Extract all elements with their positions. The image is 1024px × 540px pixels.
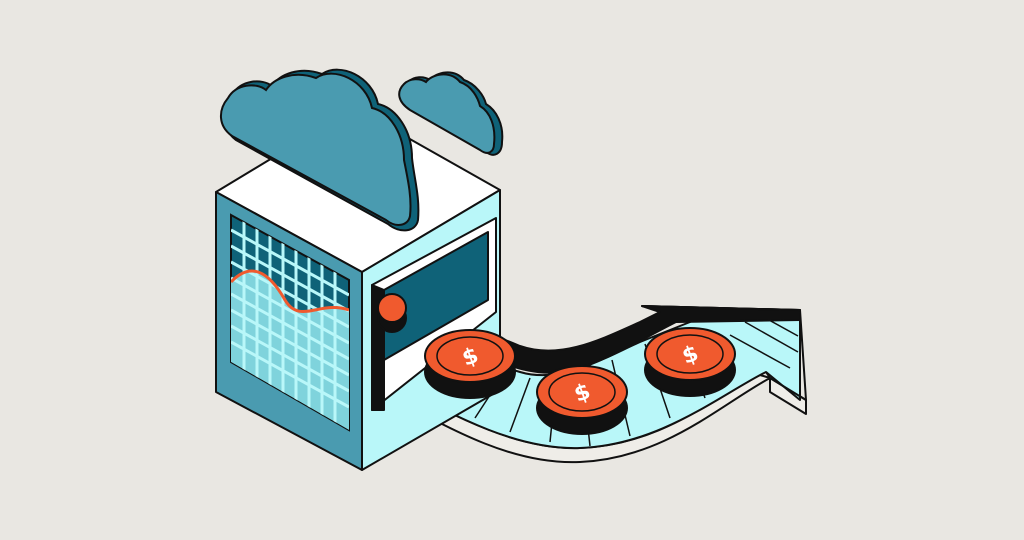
coin: $ <box>424 329 516 399</box>
cloud-small <box>398 71 504 156</box>
cloud-large <box>220 68 420 232</box>
coin: $ <box>644 327 736 397</box>
chart-line <box>231 269 349 313</box>
coin-partial <box>377 293 407 333</box>
chart-screen <box>230 213 350 432</box>
coin: $ <box>536 365 628 435</box>
